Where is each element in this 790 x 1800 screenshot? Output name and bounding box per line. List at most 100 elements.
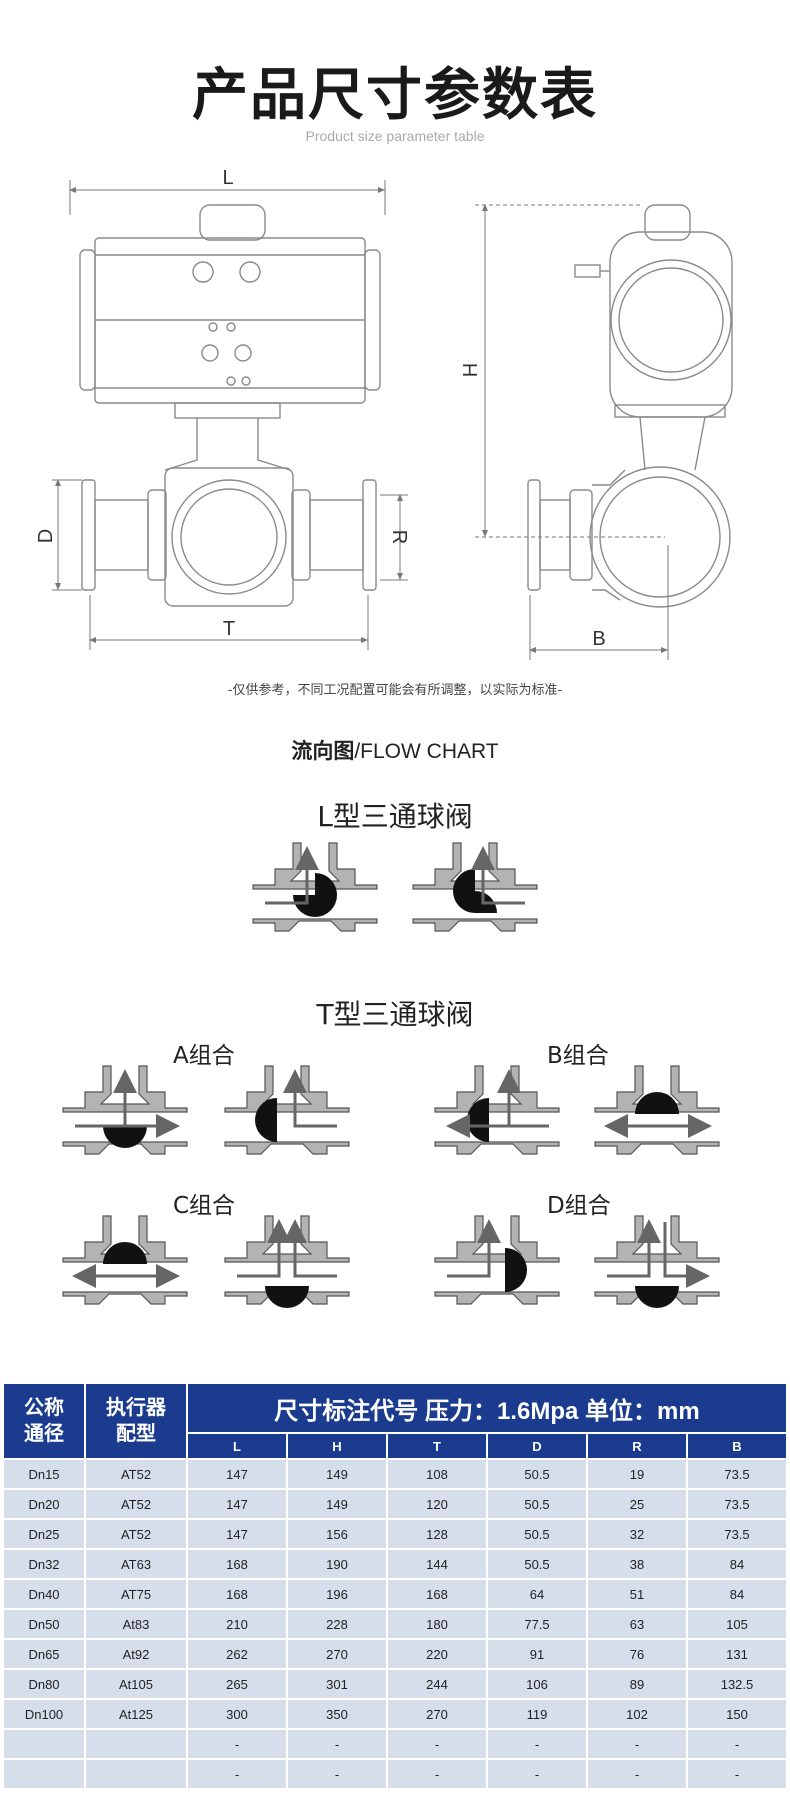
t-valve-b2 <box>594 1065 720 1155</box>
table-cell: - <box>688 1760 786 1788</box>
table-cell: 168 <box>188 1580 286 1608</box>
table-cell: 180 <box>388 1610 486 1638</box>
table-row: ------ <box>4 1760 786 1788</box>
table-cell: 102 <box>588 1700 686 1728</box>
table-cell: 108 <box>388 1460 486 1488</box>
table-cell: 228 <box>288 1610 386 1638</box>
table-cell: 91 <box>488 1640 586 1668</box>
t-valve-c2 <box>224 1215 350 1308</box>
table-cell: 50.5 <box>488 1460 586 1488</box>
table-cell: At125 <box>86 1700 186 1728</box>
t-valve-d1 <box>434 1215 560 1305</box>
table-cell: 73.5 <box>688 1520 786 1548</box>
dim-label-h: H <box>460 363 482 377</box>
table-cell: 73.5 <box>688 1460 786 1488</box>
table-cell: Dn65 <box>4 1640 84 1668</box>
group-b-label: B组合 <box>547 1043 609 1069</box>
l-valve-2 <box>412 842 538 932</box>
table-cell: 196 <box>288 1580 386 1608</box>
table-cell: 350 <box>288 1700 386 1728</box>
table-cell: AT52 <box>86 1490 186 1518</box>
table-cell: 106 <box>488 1670 586 1698</box>
t-type-title: T型三通球阀 <box>316 998 474 1031</box>
table-cell: - <box>188 1730 286 1758</box>
table-cell: 19 <box>588 1460 686 1488</box>
table-cell: 38 <box>588 1550 686 1578</box>
table-cell: AT63 <box>86 1550 186 1578</box>
table-cell: 210 <box>188 1610 286 1638</box>
table-cell: 76 <box>588 1640 686 1668</box>
dim-label-l: L <box>222 167 233 189</box>
t-valve-d2 <box>594 1215 720 1308</box>
table-cell: 63 <box>588 1610 686 1638</box>
table-cell: 77.5 <box>488 1610 586 1638</box>
group-a-label: A组合 <box>173 1043 235 1069</box>
col-b: B <box>688 1434 786 1458</box>
table-cell: Dn32 <box>4 1550 84 1578</box>
table-cell: 150 <box>688 1700 786 1728</box>
flow-chart-title: 流向图/FLOW CHART <box>0 735 790 765</box>
flow-title-cn: 流向图 <box>291 739 355 763</box>
table-cell: 270 <box>388 1700 486 1728</box>
flow-title-en: /FLOW CHART <box>354 740 499 763</box>
table-cell <box>4 1760 84 1788</box>
dim-label-r: R <box>388 530 410 544</box>
t-valve-b1 <box>434 1065 560 1155</box>
col-r: R <box>588 1434 686 1458</box>
t-valve-a2 <box>224 1065 350 1155</box>
table-cell: 32 <box>588 1520 686 1548</box>
table-cell: 89 <box>588 1670 686 1698</box>
table-cell: 149 <box>288 1460 386 1488</box>
table-cell: At83 <box>86 1610 186 1638</box>
table-cell: At92 <box>86 1640 186 1668</box>
table-cell: AT75 <box>86 1580 186 1608</box>
table-cell: At105 <box>86 1670 186 1698</box>
table-cell: 220 <box>388 1640 486 1668</box>
table-cell: 144 <box>388 1550 486 1578</box>
table-cell: 51 <box>588 1580 686 1608</box>
table-cell <box>4 1730 84 1758</box>
table-cell: Dn50 <box>4 1610 84 1638</box>
t-valve-c1 <box>62 1215 188 1305</box>
dim-label-d: D <box>35 529 57 543</box>
col-h: H <box>288 1434 386 1458</box>
table-cell: 25 <box>588 1490 686 1518</box>
table-cell: Dn100 <box>4 1700 84 1728</box>
table-cell: AT52 <box>86 1460 186 1488</box>
page-title: 产品尺寸参数表 <box>192 63 598 128</box>
table-cell: 132.5 <box>688 1670 786 1698</box>
table-cell <box>86 1730 186 1758</box>
table-cell: - <box>188 1760 286 1788</box>
table-cell: Dn20 <box>4 1490 84 1518</box>
table-cell: 300 <box>188 1700 286 1728</box>
table-cell: - <box>288 1760 386 1788</box>
table-cell: 105 <box>688 1610 786 1638</box>
l-valve-1 <box>252 842 378 932</box>
col-actuator-model: 执行器配型 <box>86 1384 186 1458</box>
table-cell: 147 <box>188 1520 286 1548</box>
group-c-label: C组合 <box>173 1193 236 1219</box>
group-header: 尺寸标注代号 压力：1.6Mpa 单位：mm <box>188 1384 786 1432</box>
table-cell: 262 <box>188 1640 286 1668</box>
table-cell: - <box>488 1730 586 1758</box>
table-cell: 270 <box>288 1640 386 1668</box>
table-cell: - <box>388 1730 486 1758</box>
table-cell: 64 <box>488 1580 586 1608</box>
table-cell: - <box>288 1730 386 1758</box>
dim-label-b: B <box>592 628 605 650</box>
table-cell: 156 <box>288 1520 386 1548</box>
table-cell: 50.5 <box>488 1490 586 1518</box>
t-valve-a1 <box>62 1065 188 1155</box>
table-cell: - <box>388 1760 486 1788</box>
table-cell: Dn25 <box>4 1520 84 1548</box>
reference-note: -仅供参考，不同工况配置可能会有所调整，以实际为标准- <box>227 683 563 698</box>
table-cell: 84 <box>688 1550 786 1578</box>
dimension-drawing: L H D T R B <box>35 167 733 660</box>
